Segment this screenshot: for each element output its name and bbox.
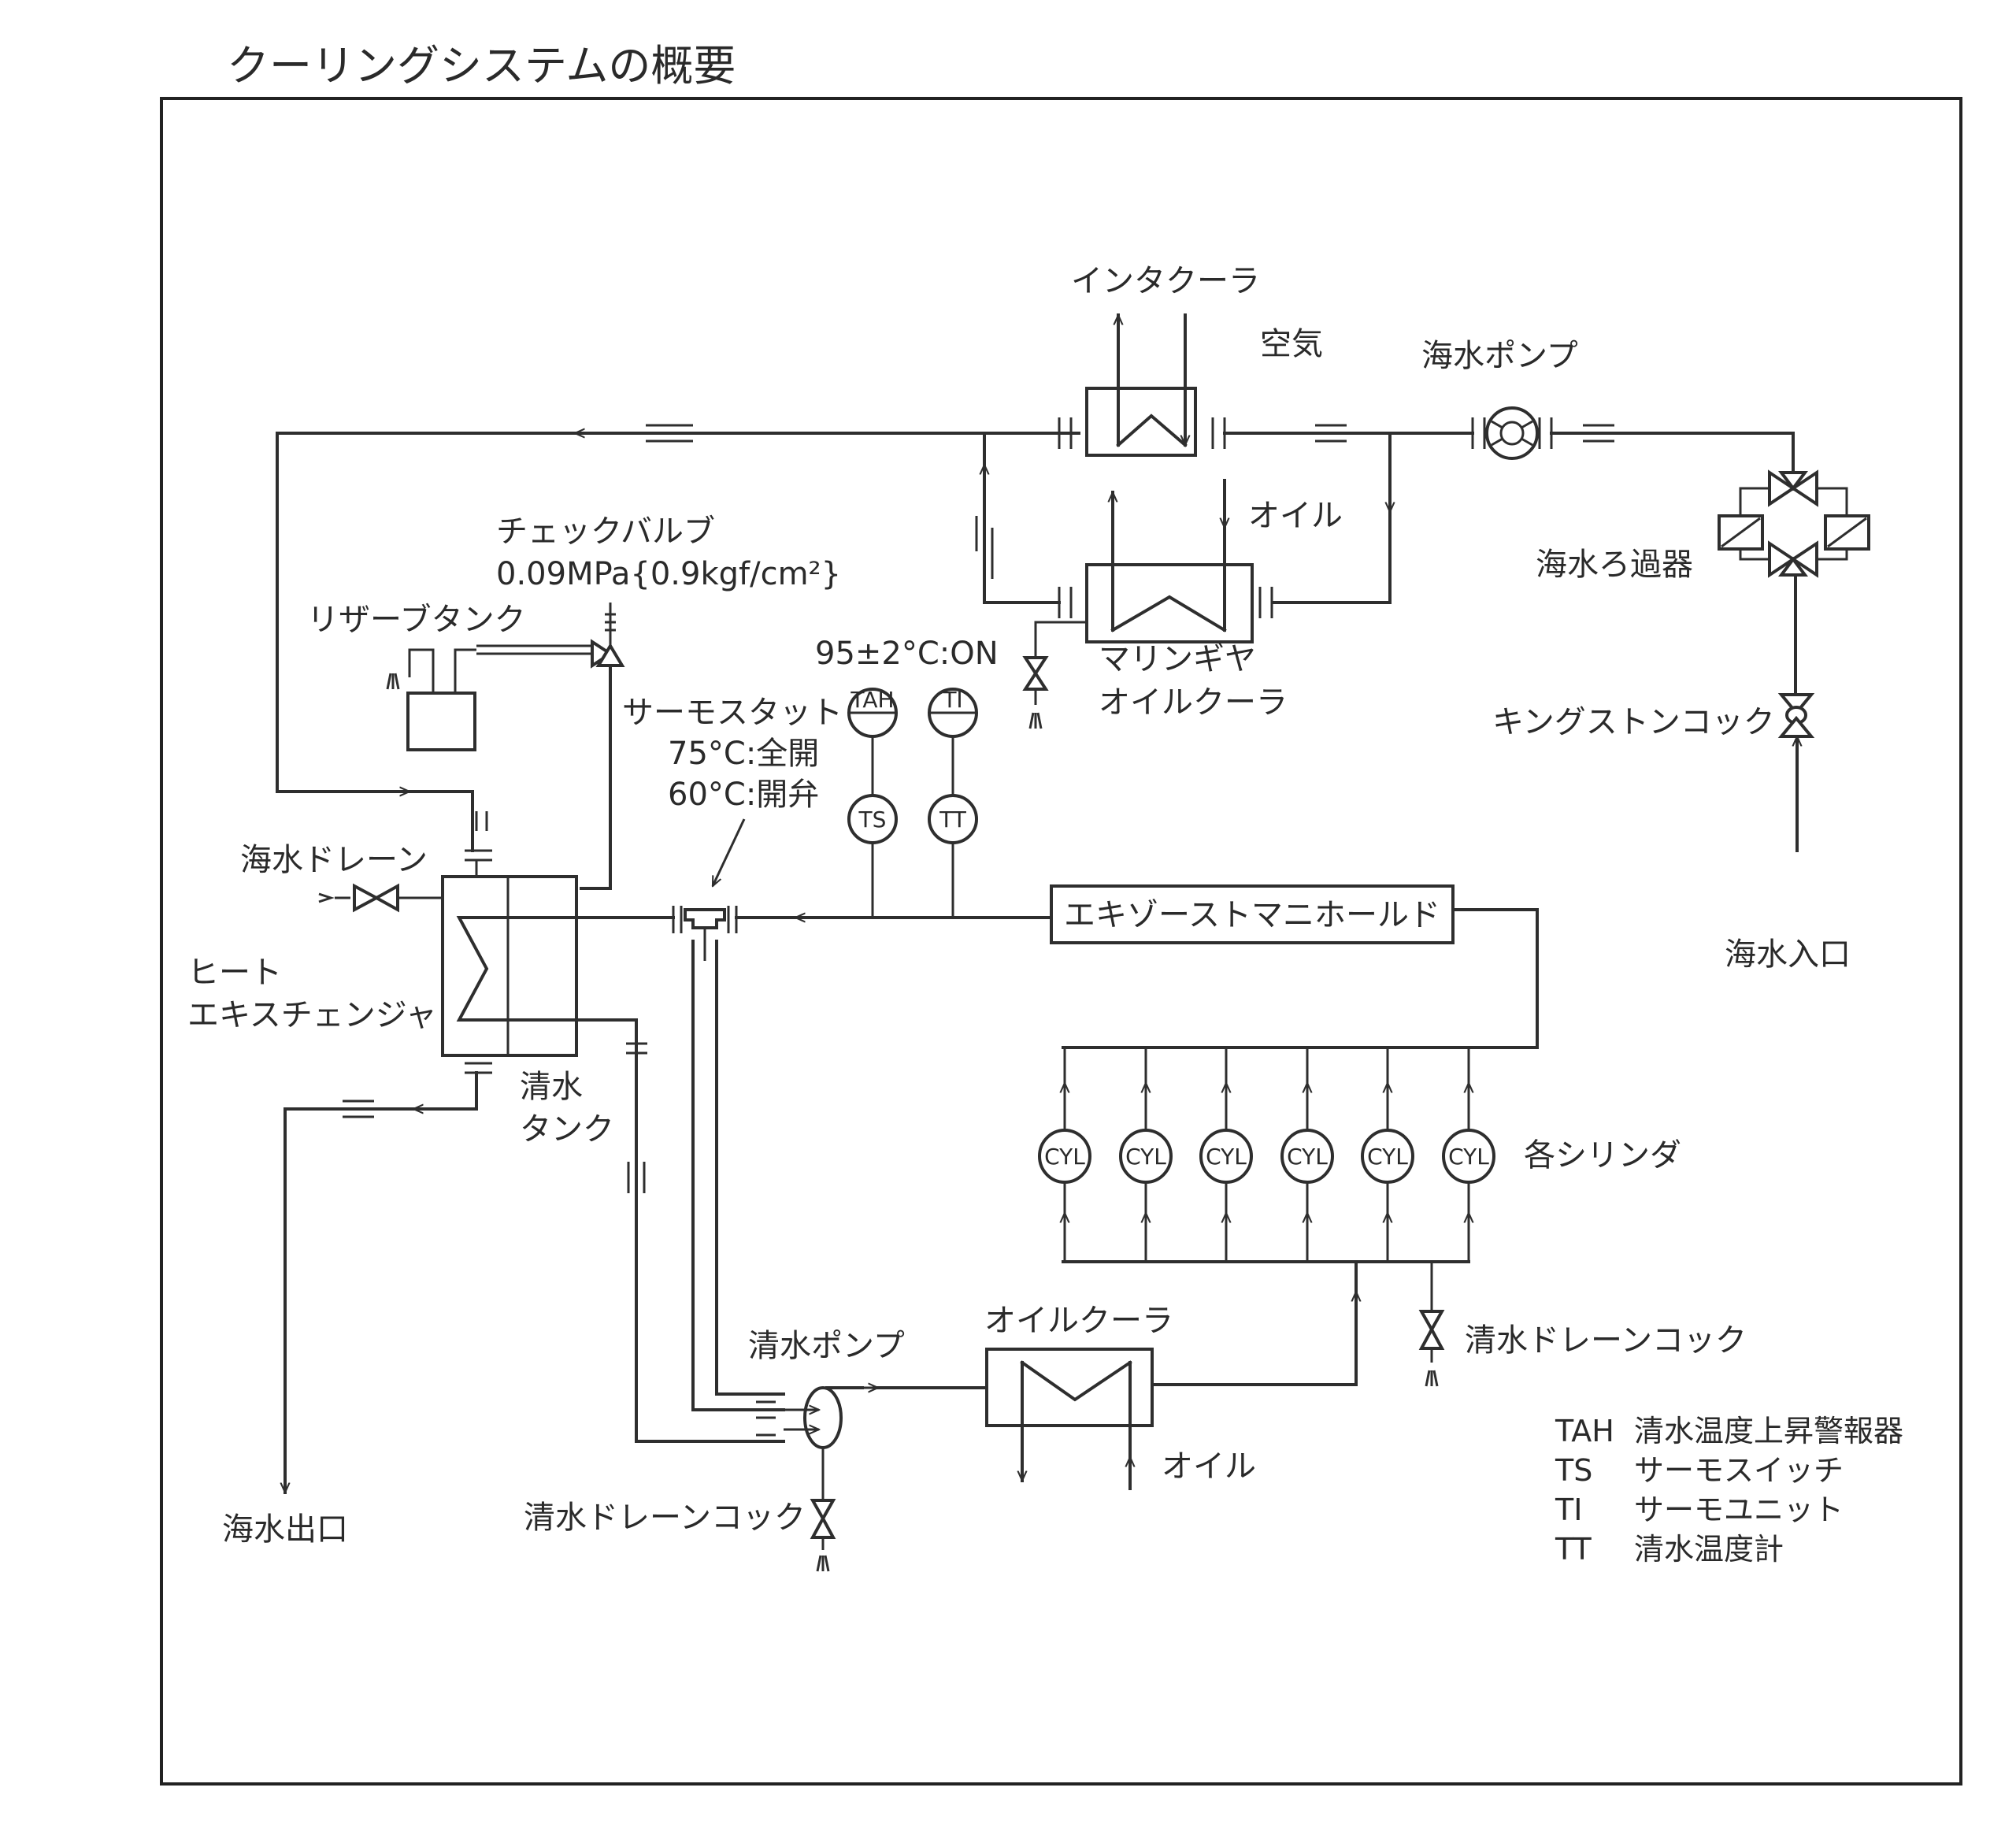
bypass-pipe [626, 940, 785, 1443]
fresh-water-drain-cock-right [1418, 1310, 1445, 1387]
cylinder-3: CYL [1199, 1048, 1253, 1262]
sea-water-strainer [1718, 469, 1870, 578]
thermostat-pointer [711, 818, 746, 886]
cylinder-group: CYL CYL CYL CYL CYL CYL [1038, 1048, 1495, 1262]
ts-label: TS [858, 807, 887, 833]
cylinder-2: CYL [1119, 1048, 1173, 1262]
cylinder-5: CYL [1361, 1048, 1414, 1262]
legend-code: TI [1555, 1493, 1582, 1527]
thermostat-full-open: 75°C:全開 [668, 736, 819, 772]
cylinder-label: CYL [1044, 1144, 1085, 1170]
reserve-tank [386, 644, 592, 751]
sea-water-inlet-label: 海水入口 [1725, 936, 1851, 973]
sea-water-pump-label: 海水ポンプ [1421, 338, 1578, 374]
page-title: クーリングシステムの概要 [227, 41, 736, 91]
cylinder-6: CYL [1442, 1048, 1495, 1262]
air-label: 空気 [1260, 326, 1323, 362]
instrument-tah: TAH [847, 687, 898, 738]
flex-joint [975, 516, 994, 579]
kingston-cock-label: キングストンコック [1492, 704, 1775, 740]
pipe [1062, 908, 1539, 1049]
marine-gear-label-1: マリンギヤ [1099, 641, 1256, 677]
flex-joint [1315, 424, 1347, 443]
pipe [580, 664, 612, 890]
tah-label: TAH [850, 687, 894, 713]
cylinder-label: CYL [1367, 1144, 1408, 1170]
legend: TAH 清水温度上昇警報器 TS サーモスイッチ TI サーモユニット TT 清水温度計 [1555, 1414, 1903, 1567]
pipe [1273, 510, 1392, 604]
instrument-ts: TS [847, 794, 898, 844]
kingston-cock [1777, 693, 1815, 738]
thermostat [672, 906, 738, 961]
cylinder-label: CYL [1206, 1144, 1247, 1170]
legend-description: 清水温度計 [1634, 1532, 1784, 1567]
diagram-frame [160, 97, 1962, 1786]
exhaust-manifold-label: エキゾーストマニホールド [1064, 897, 1440, 933]
heat-exchanger-label-1: ヒート [187, 955, 282, 991]
fresh-water-tank-label-1: 清水 [520, 1069, 583, 1105]
pipe [983, 432, 1061, 604]
cylinder-label: CYL [1125, 1144, 1166, 1170]
cylinder-label: CYL [1448, 1144, 1489, 1170]
marine-gear-drain-valve [1022, 656, 1049, 729]
legend-code: TT [1555, 1532, 1592, 1567]
fresh-water-pump [756, 1386, 843, 1449]
alarm-setpoint-label: 95±2°C:ON [815, 636, 999, 672]
sea-water-pump [1471, 406, 1553, 460]
flex-joint-top-left [646, 424, 693, 443]
oil-top-label: オイル [1248, 498, 1343, 534]
heat-exchanger [441, 811, 638, 1057]
pipe [1034, 621, 1087, 658]
reserve-tank-label: リザーブタンク [307, 602, 526, 638]
instrument-tt: TT [928, 794, 978, 844]
check-valve-pressure: 0.09MPa{0.9kgf/cm²} [496, 556, 841, 592]
fresh-water-drain-cock-right-label: 清水ドレーンコック [1465, 1322, 1747, 1359]
thermostat-label: サーモスタット [622, 695, 843, 731]
legend-code: TAH [1555, 1414, 1614, 1448]
sea-water-drain-label: 海水ドレーン [240, 842, 428, 878]
cylinders-label: 各シリンダ [1524, 1137, 1681, 1174]
fresh-water-drain-cock-left-label: 清水ドレーンコック [524, 1500, 806, 1536]
exhaust-manifold [1050, 884, 1455, 944]
check-valve-label: チェックバルブ [496, 514, 715, 550]
oil-cooler-label: オイルクーラ [984, 1303, 1173, 1339]
marine-gear-label-2: オイルクーラ [1099, 684, 1288, 721]
sea-water-drain-valve [318, 883, 443, 913]
flex-joint [1583, 424, 1614, 443]
check-valve [591, 603, 625, 669]
instrument-ti: TI [928, 687, 978, 738]
cylinder-1: CYL [1038, 1048, 1091, 1262]
oil-cooler [985, 1348, 1154, 1490]
heat-exchanger-label-2: エキスチェンジャ [187, 997, 437, 1033]
fresh-water-tank-label-2: タンク [520, 1111, 614, 1148]
intercooler [1058, 313, 1226, 457]
sea-water-outlet-line [285, 1062, 492, 1494]
ti-label: TI [942, 687, 962, 713]
marine-gear-oil-cooler [1058, 479, 1273, 643]
fresh-water-pump-label: 清水ポンプ [748, 1328, 905, 1364]
sea-water-top-line [276, 433, 1080, 792]
fresh-water-drain-cock-left [810, 1499, 836, 1572]
legend-description: サーモユニット [1634, 1493, 1844, 1527]
sea-water-strainer-label: 海水ろ過器 [1536, 547, 1693, 583]
legend-description: 清水温度上昇警報器 [1634, 1414, 1903, 1448]
legend-code: TS [1555, 1453, 1592, 1488]
thermostat-open: 60°C:開弁 [668, 777, 819, 813]
pipe [1151, 1260, 1358, 1386]
sea-water-outlet-label: 海水出口 [222, 1511, 348, 1548]
intercooler-label: インタクーラ [1071, 263, 1260, 299]
cylinder-4: CYL [1280, 1048, 1334, 1262]
oil-bottom-label: オイル [1162, 1448, 1256, 1485]
legend-description: サーモスイッチ [1634, 1453, 1844, 1488]
tt-label: TT [939, 807, 967, 833]
cylinder-label: CYL [1287, 1144, 1328, 1170]
